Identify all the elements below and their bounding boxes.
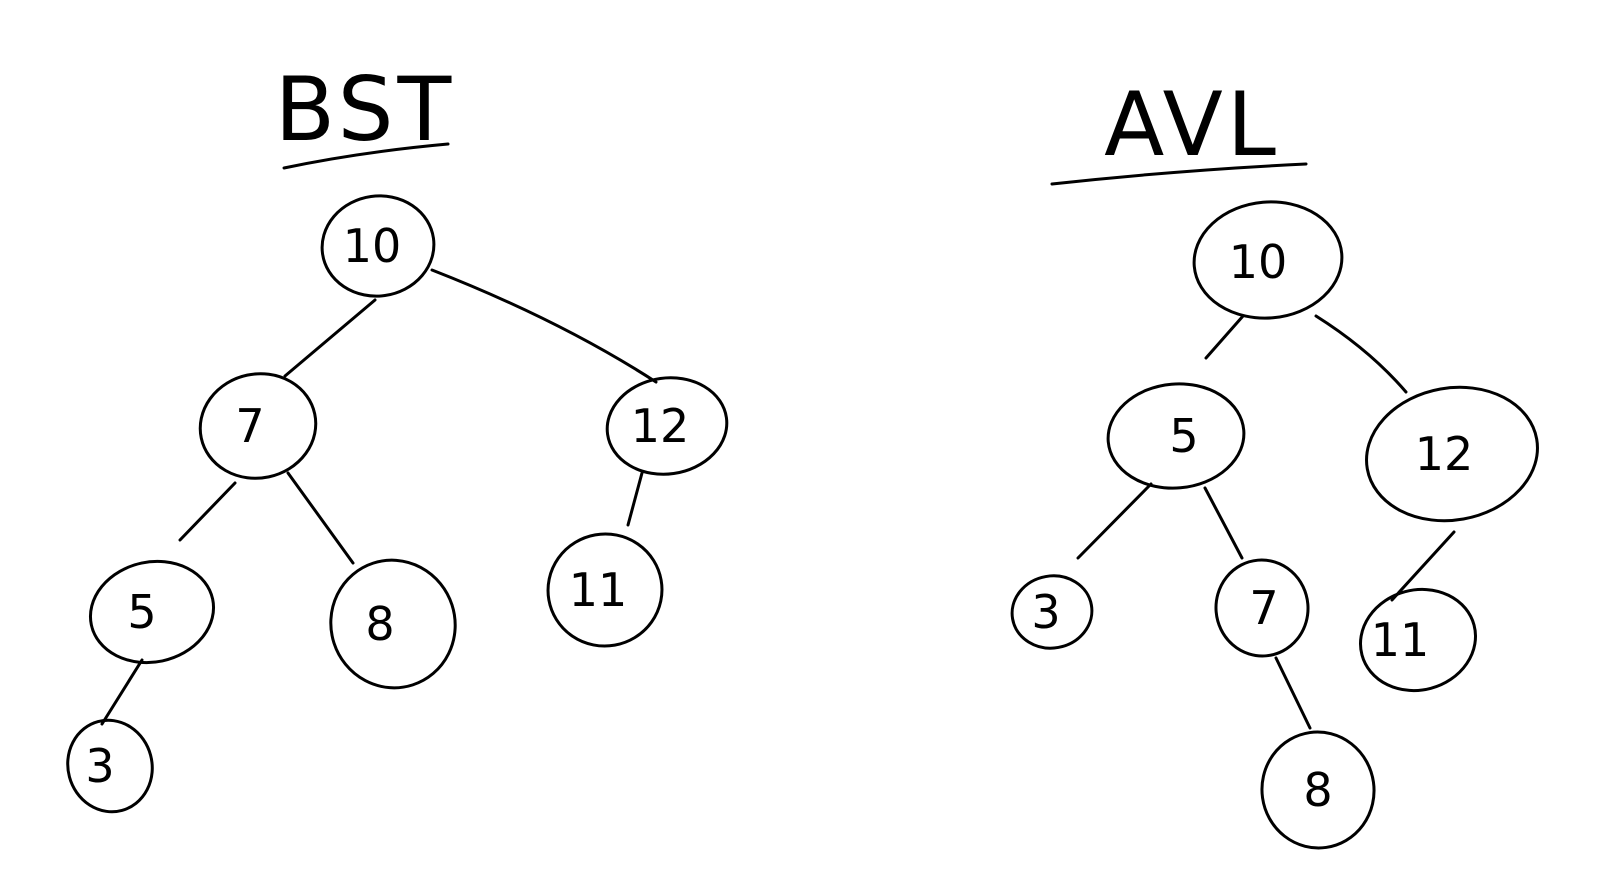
bst-edge-7-5 [178, 481, 237, 542]
avl-node-12-label: 12 [1415, 427, 1474, 481]
avl-node-10-label: 10 [1229, 235, 1288, 289]
avl-node-10: 10 [1192, 200, 1344, 320]
bst-edge-5-3 [100, 658, 144, 726]
avl-title: AVL [1104, 73, 1280, 176]
avl-edge-5-7 [1203, 486, 1244, 560]
bst-edge-10-7 [283, 298, 377, 378]
avl-tree: AVL 10 5 12 3 7 11 [1010, 73, 1539, 850]
bst-node-5: 5 [88, 559, 216, 665]
avl-edge-10-12 [1314, 314, 1408, 394]
bst-node-7-label: 7 [235, 399, 264, 453]
avl-node-5-label: 5 [1169, 409, 1198, 463]
bst-node-11-label: 11 [569, 563, 628, 617]
avl-node-11-label: 11 [1371, 613, 1430, 667]
avl-edge-10-5 [1204, 314, 1245, 360]
bst-title-underline [282, 142, 450, 170]
bst-node-10-label: 10 [343, 219, 402, 273]
bst-node-12-circle [605, 376, 729, 476]
bst-title: BST [275, 58, 455, 161]
avl-node-3-label: 3 [1031, 585, 1060, 639]
avl-node-7-circle [1214, 558, 1310, 658]
avl-node-10-circle [1192, 200, 1344, 320]
bst-node-5-label: 5 [127, 585, 156, 639]
bst-node-11: 11 [546, 532, 664, 648]
bst-edge-12-11 [626, 471, 644, 527]
bst-node-12-label: 12 [631, 399, 690, 453]
bst-node-7: 7 [198, 372, 318, 480]
bst-edge-10-12 [430, 268, 658, 384]
avl-node-12-circle [1365, 385, 1539, 523]
avl-edge-12-11 [1390, 530, 1456, 602]
bst-node-3-circle [66, 718, 154, 814]
bst-node-3-label: 3 [85, 739, 114, 793]
avl-node-8-circle [1260, 730, 1376, 850]
bst-node-8-circle [329, 558, 457, 690]
avl-node-8: 8 [1260, 730, 1376, 850]
avl-node-3-circle [1010, 574, 1094, 650]
avl-node-11: 11 [1359, 587, 1477, 693]
avl-node-7: 7 [1214, 558, 1310, 658]
avl-node-5-circle [1106, 382, 1246, 490]
bst-node-11-circle [546, 532, 664, 648]
avl-node-11-circle [1359, 587, 1477, 693]
bst-node-8-label: 8 [365, 597, 394, 651]
bst-node-10-circle [320, 194, 436, 298]
bst-tree: BST 10 7 12 5 8 11 [66, 58, 729, 814]
bst-node-5-circle [88, 559, 216, 665]
bst-node-12: 12 [605, 376, 729, 476]
bst-edge-7-8 [286, 471, 355, 565]
bst-node-8: 8 [329, 558, 457, 690]
avl-node-8-label: 8 [1303, 763, 1332, 817]
avl-edge-7-8 [1274, 656, 1312, 730]
avl-node-12: 12 [1365, 385, 1539, 523]
bst-node-10: 10 [320, 194, 436, 298]
avl-title-underline [1050, 162, 1308, 186]
avl-edge-5-3 [1076, 482, 1153, 560]
avl-node-3: 3 [1010, 574, 1094, 650]
bst-node-7-circle [198, 372, 318, 480]
avl-node-5: 5 [1106, 382, 1246, 490]
avl-node-7-label: 7 [1249, 581, 1278, 635]
bst-node-3: 3 [66, 718, 154, 814]
